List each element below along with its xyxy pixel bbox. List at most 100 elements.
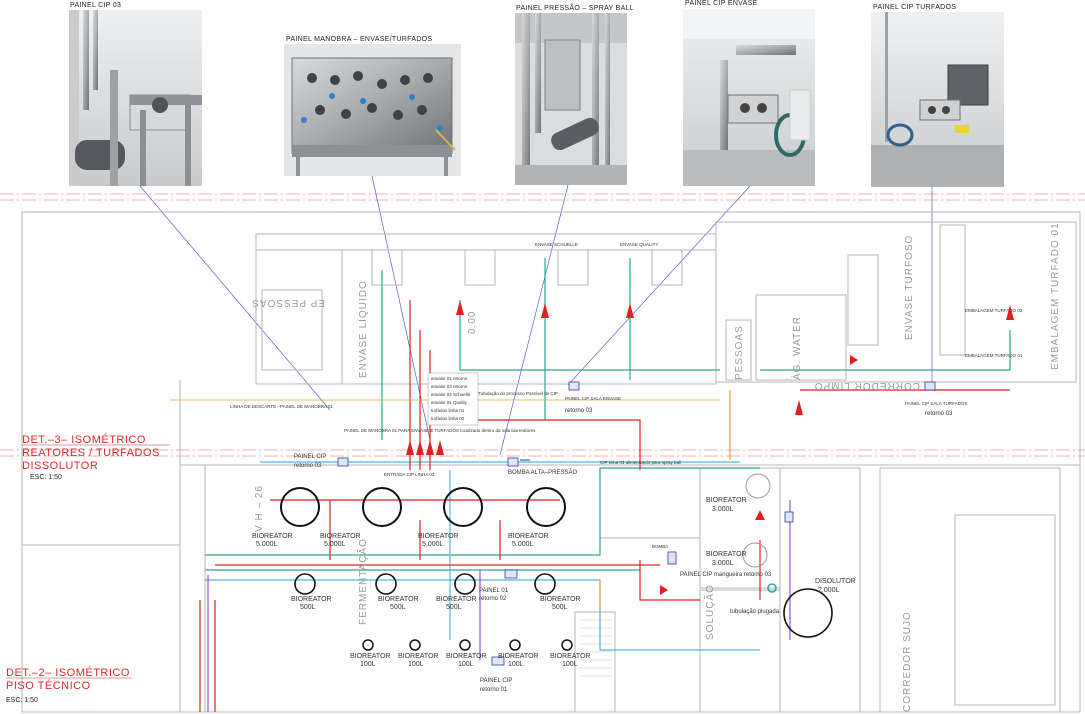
cip-panel-symbol [568, 381, 580, 391]
cip-panel-symbol [784, 511, 794, 523]
tank-name: DISOLUTOR [815, 578, 856, 585]
label-retorno-01: retorno 01 [480, 687, 508, 693]
label-painel-cip-mangueira: PAINEL CIP mangueira retorno 03 [680, 572, 772, 578]
bioreactor-100-5-tank [561, 639, 573, 651]
tank-name: BIOREATOR [398, 653, 439, 660]
tank-name: BIOREATOR [350, 653, 391, 660]
cip-panel-symbol [491, 656, 505, 666]
photo-caption: PAINEL CIP ENVASE [685, 0, 758, 7]
tank-name: BIOREATOR [706, 551, 747, 558]
tank-capacity: 100L [508, 661, 524, 668]
bioreactor-100-2-tank [409, 639, 421, 651]
flow-arrows [406, 300, 1014, 595]
tank-capacity: 5.000L [256, 541, 278, 548]
cip-panel-symbol [667, 551, 677, 565]
bioreactor-500-4-tank [534, 573, 556, 595]
room-fermentacao: FERMENTAÇÃO [356, 538, 369, 625]
label-bomba-alta-pressao: BOMBA ALTA–PRESSÃO [508, 469, 577, 476]
tanks [280, 473, 833, 651]
cip-panel-symbol [504, 569, 518, 579]
tank-name: BIOREATOR [498, 653, 539, 660]
envio-item: turfados linha 02 [431, 416, 465, 421]
photo-painel-manobra: PAINEL MANOBRA – ENVASE/TURFADOS [284, 36, 461, 176]
label-envase-schuelle: ENVASE SCHUELLE [535, 242, 578, 247]
label-embalagem-03: EMBALAGEM TURFADO 03 [965, 308, 1023, 313]
label-painel-01: PAINEL 01 [479, 588, 509, 594]
bioreactor-100-4-tank [509, 639, 521, 651]
dissolutor-tank [783, 588, 833, 638]
label-retorno-02: retorno 02 [479, 596, 507, 602]
bioreactor-5000-1-tank [280, 487, 320, 527]
label-linha-descarte: LINHA DE DESCARTE –PAINEL DE MANOBRA 01 [230, 404, 333, 409]
room-pessoas: PESSOAS [734, 325, 745, 380]
tank-name: BIOREATOR [436, 596, 477, 603]
detail-2-subtitle: PISO TÉCNICO [6, 679, 91, 692]
label-envase-quality: ENVASE QUALITY [620, 242, 658, 247]
tank-capacity: 3.000L [712, 560, 734, 567]
label-tubulacao-plugada: tubulação plugada [730, 609, 780, 615]
photo-caption: PAINEL MANOBRA – ENVASE/TURFADOS [286, 36, 432, 43]
tank-capacity: 500L [552, 604, 568, 611]
photo-caption: PAINEL CIP 03 [70, 2, 121, 9]
bioreactor-100-1-tank [362, 639, 374, 651]
label-painel-cip-envase: PAINEL CIP SALA ENVASE [565, 396, 621, 401]
tank-name: BIOREATOR [446, 653, 487, 660]
tank-capacity: 5.000L [422, 541, 444, 548]
room-envase-liquido: ENVASE LÍQUIDO [356, 280, 369, 378]
photo-painel-pressao: PAINEL PRESSÃO – SPRAY BALL [515, 3, 634, 185]
tank-capacity: 100L [562, 661, 578, 668]
tank-labels: BIOREATOR 5.000L BIOREATOR 5.000L BIOREA… [252, 497, 856, 668]
label-embalagem-01: EMBALAGEM TURFADO 01 [965, 353, 1023, 358]
room-agua: ÁG. WATER [790, 316, 803, 380]
tank-name: BIOREATOR [291, 596, 332, 603]
envios-list: envase 01 retorno envase 03 retorno enva… [427, 372, 479, 426]
room-number: 0.00 [467, 311, 478, 334]
photo-caption: PAINEL CIP TURFADOS [873, 4, 956, 11]
photo-caption: PAINEL PRESSÃO – SPRAY BALL [516, 3, 634, 12]
detail-3-title: DET.–3– ISOMÉTRICO [22, 433, 146, 446]
tank-capacity: 2.000L [818, 587, 840, 594]
envio-item: envase 02 Schuelle [431, 392, 471, 397]
tank-name: BIOREATOR [550, 653, 591, 660]
pipe-network [170, 258, 1011, 712]
tank-name: BIOREATOR [540, 596, 581, 603]
room-embalagem-text: EMBALAGEM TURFADO 01 [1050, 222, 1061, 370]
label-bomba: BOMBA [652, 544, 668, 549]
envio-item: envase 03 retorno [431, 384, 468, 389]
detail-3-subtitle: REATORES / TURFADOS [22, 447, 160, 459]
photo-painel-cip-envase: PAINEL CIP ENVASE [683, 0, 815, 186]
label-painel-cip-bottom: PAINEL CIP [480, 678, 512, 684]
photo-painel-cip-03: PAINEL CIP 03 [69, 2, 202, 186]
bioreactor-3000-1-tank [745, 473, 771, 499]
bioreactor-500-1-tank [294, 573, 316, 595]
tank-capacity: 5.000L [512, 541, 534, 548]
tank-capacity: 500L [300, 604, 316, 611]
label-cip-linha-03: CIP linha 03 alimentando para spray ball [600, 460, 681, 465]
label-painel-manobra: PAINEL DE MANOBRA 01 PARA ENVASE E TURFA… [344, 428, 536, 433]
label-tubulacao-processo: Tubulação do processo Possível de CIP [478, 391, 558, 396]
stairs [580, 619, 612, 677]
photo-leader-lines [139, 175, 933, 456]
room-corredor-limpo: CORREDOR LIMPO [814, 380, 920, 391]
tank-capacity: 5.000L [324, 541, 346, 548]
room-envase-turfoso: ENVASE TURFOSO [904, 235, 915, 340]
tank-name: BIOREATOR [706, 497, 747, 504]
tank-name: BIOREATOR [252, 533, 293, 540]
label-retorno-03-left: retorno 03 [294, 463, 322, 469]
detail-3-scale: ESC: 1:50 [30, 474, 62, 481]
envio-item: turfados linha 01 [431, 408, 465, 413]
bioreactor-5000-2-tank [362, 487, 402, 527]
bioreactor-5000-4-tank [526, 487, 566, 527]
tank-capacity: 500L [390, 604, 406, 611]
label-painel-cip-turfados: PAINEL CIP SALA TURFADOS [905, 401, 967, 406]
photo-painel-cip-turfados: PAINEL CIP TURFADOS [871, 4, 1004, 187]
bioreactor-500-3-tank [454, 573, 476, 595]
cip-panel-symbol [924, 381, 936, 391]
detail-2-title: DET.–2– ISOMÉTRICO [6, 666, 130, 679]
tank-capacity: 100L [408, 661, 424, 668]
tank-capacity: 3.000L [712, 506, 734, 513]
tank-name: BIOREATOR [320, 533, 361, 540]
cip-panels [337, 381, 936, 666]
room-corredor-sujo: CORREDOR SUJO [902, 611, 913, 712]
